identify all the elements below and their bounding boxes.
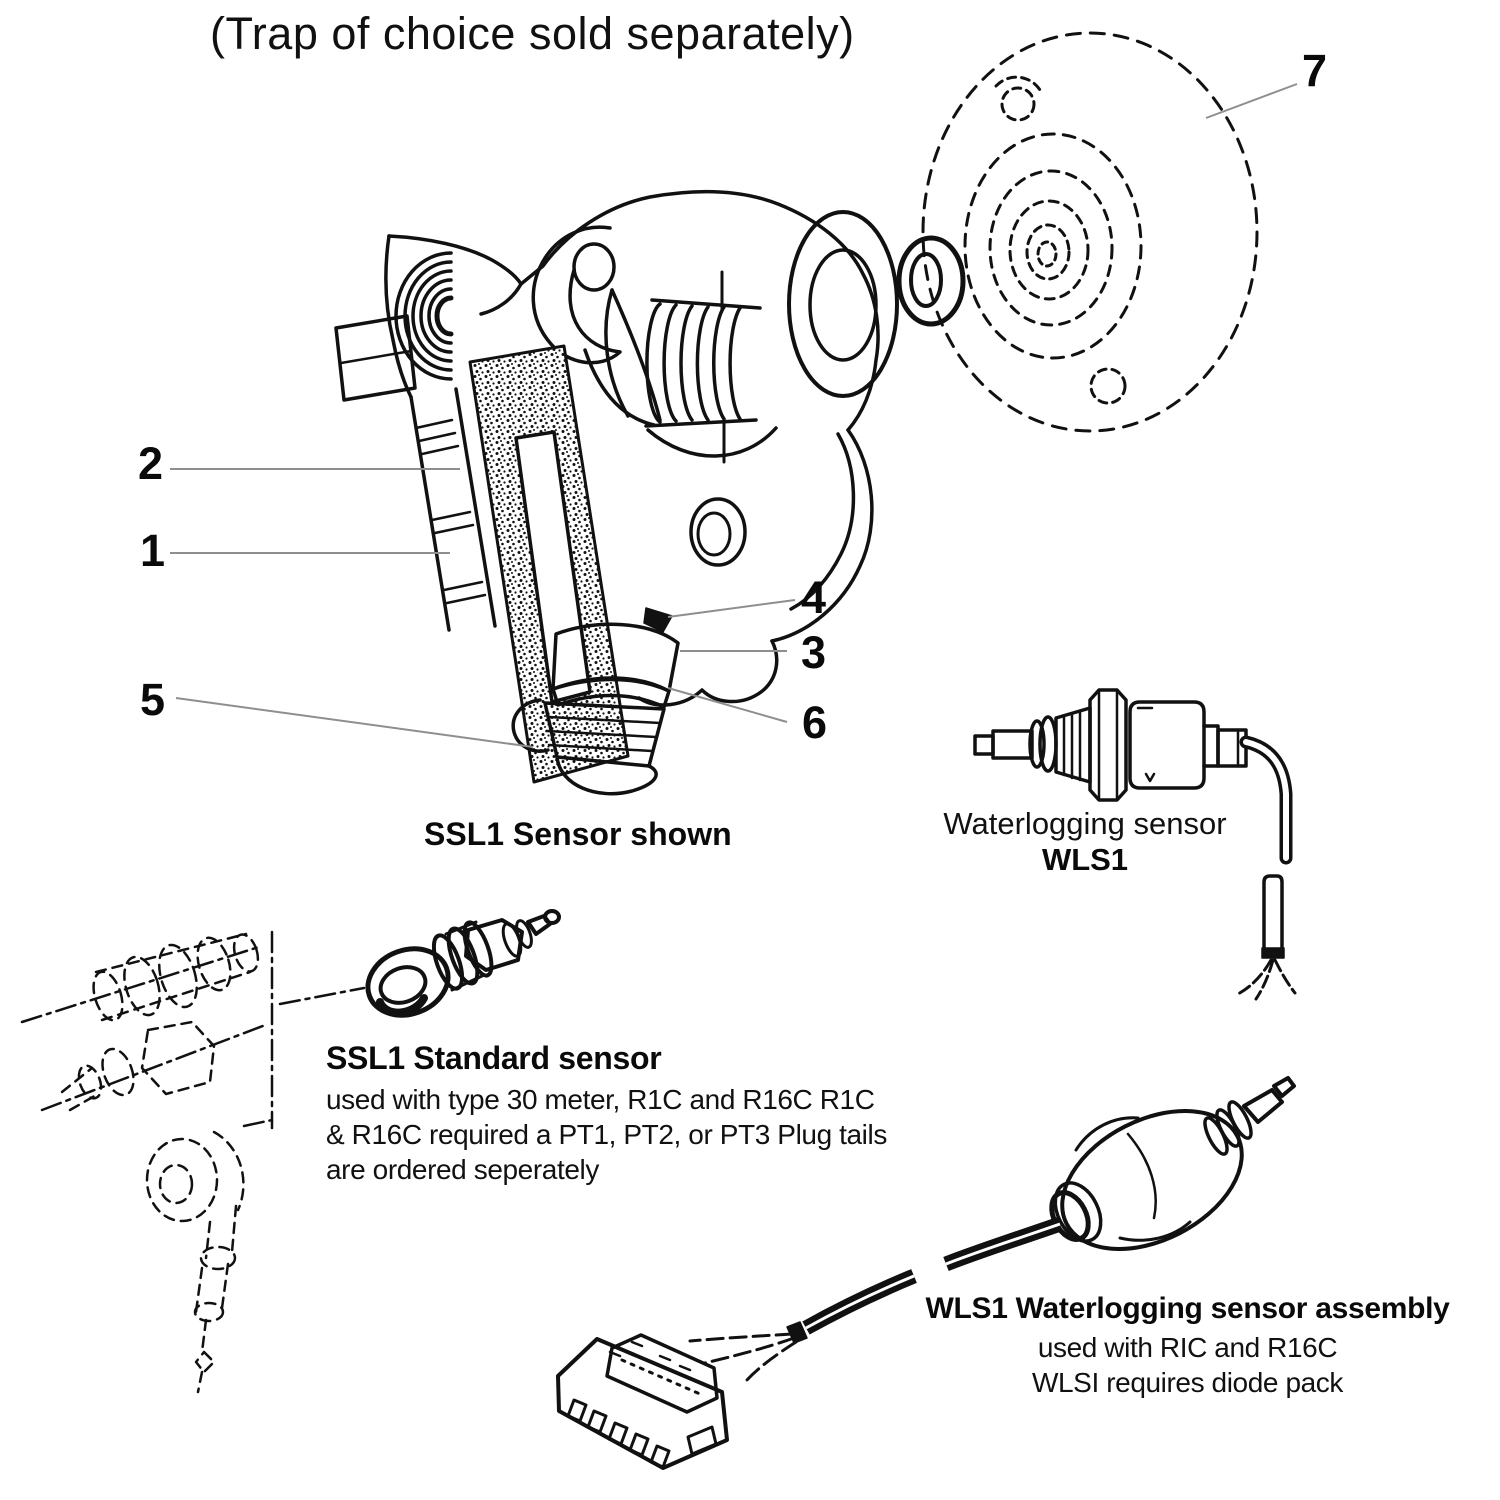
bottom-threaded-plug	[511, 698, 666, 796]
gasket-ring	[896, 235, 966, 327]
trap-note: (Trap of choice sold separately)	[210, 8, 855, 59]
phantom-link-line	[278, 986, 366, 1006]
callout-1: 1	[140, 525, 166, 576]
trap-body-notch	[479, 282, 523, 316]
callout-2: 2	[138, 438, 164, 489]
assembly-tip	[1242, 1088, 1284, 1124]
right-threaded-boss	[644, 270, 778, 464]
wls1-probe-shaft	[991, 729, 1034, 760]
outlet-flange	[787, 210, 899, 398]
body-bolt-hole	[689, 497, 747, 567]
ssl1-standard-sensor-drawing	[365, 909, 561, 1018]
phantom-elbow-link	[242, 1118, 274, 1128]
leader-5	[175, 697, 534, 748]
ssl1-standard-line-3: are ordered seperately	[326, 1154, 599, 1185]
callout-7: 7	[1302, 45, 1328, 96]
wls1-wire-ends	[1234, 958, 1297, 1001]
wls1-sensor-label-block: Waterlogging sensor WLS1	[925, 806, 1245, 878]
sensor-washer	[551, 677, 671, 709]
ssl1-standard-heading: SSL1 Standard sensor	[326, 1040, 662, 1076]
ssl1-standard-line-1: used with type 30 meter, R1C and R16C R1…	[326, 1084, 875, 1115]
left-tab	[334, 314, 417, 402]
leader-7	[1205, 83, 1298, 119]
assembly-wires	[688, 1332, 798, 1383]
callout-leader-lines	[170, 83, 1298, 748]
ssl1-trap-assembly-drawing	[334, 189, 966, 796]
leader-4	[667, 599, 796, 618]
cutaway-sensor-column	[468, 344, 630, 784]
callout-6: 6	[802, 697, 828, 748]
ssl1-standard-line-2: & R16C required a PT1, PT2, or PT3 Plug …	[326, 1119, 887, 1150]
wls1-body	[1128, 700, 1206, 790]
phantom-elbow	[145, 1130, 245, 1394]
trap-body-left-edge	[384, 234, 413, 399]
trap-body-right-inner	[789, 432, 856, 611]
trap-body-bottom-lobe	[637, 639, 779, 707]
connector-block	[556, 1333, 729, 1470]
wls1-sensor-drawing	[973, 688, 1297, 1001]
trap-body-top-outline	[387, 189, 880, 432]
wls1-hex-nut	[1088, 688, 1128, 802]
ssl1-exploded-view-drawing	[20, 909, 561, 1394]
phantom-sensor	[92, 932, 260, 1022]
cover-bolt-hole-top	[1000, 86, 1036, 122]
wls1-assembly-description-block: WLS1 Waterlogging sensor assembly used w…	[900, 1292, 1475, 1400]
ssl1-assembly-caption: SSL1 Sensor shown	[424, 816, 732, 852]
wls1-end-block	[1216, 728, 1248, 768]
callout-4: 4	[801, 572, 827, 623]
wls1-step	[1202, 724, 1220, 768]
cover-bolt-hole-bottom	[1089, 367, 1127, 405]
wls1-cable-upper	[1239, 735, 1293, 865]
callout-3: 3	[801, 627, 827, 678]
strut	[409, 387, 497, 632]
wls1-assembly-heading: WLS1 Waterlogging sensor assembly	[925, 1292, 1450, 1325]
phantom-sensor-axis	[20, 944, 264, 1024]
ssl1-standard-description-block: SSL1 Standard sensor used with type 30 m…	[326, 1040, 887, 1187]
wls1-probe-nub	[973, 734, 995, 756]
leader-6	[667, 687, 788, 723]
wls1-cable-lower	[1262, 874, 1284, 952]
scroll-curl	[531, 225, 662, 427]
wls1-assembly-drawing	[556, 1076, 1296, 1470]
wls1-assembly-line-1: used with RIC and R16C	[1037, 1332, 1338, 1363]
wls1-sensor-label: Waterlogging sensor	[943, 806, 1227, 841]
wls1-assembly-line-2: WLSI requires diode pack	[1031, 1367, 1343, 1398]
seat-wedge	[643, 607, 673, 633]
trap-body-right-outline	[770, 428, 874, 643]
wls1-sensor-model: WLS1	[1041, 842, 1129, 877]
cover-phantom-drawing	[921, 31, 1259, 433]
phantom-nut-axis	[40, 1022, 270, 1112]
phantom-nut	[60, 1020, 216, 1112]
callout-5: 5	[140, 674, 166, 725]
